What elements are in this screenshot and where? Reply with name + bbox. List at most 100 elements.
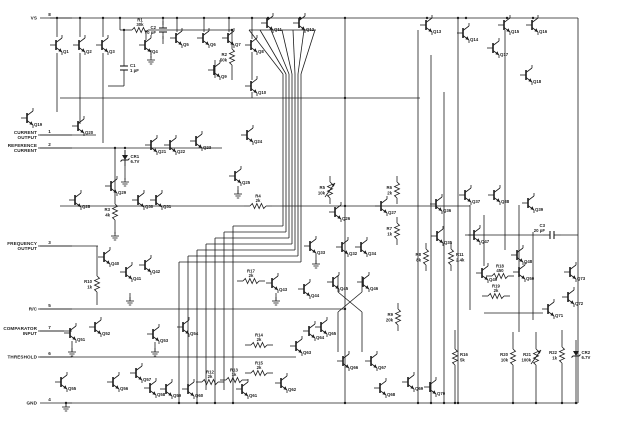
- collector-lead: [360, 239, 368, 245]
- zener-value: 6.7V: [582, 355, 591, 360]
- pin-label-threshold: THRESHOLD: [8, 355, 38, 360]
- transistor-q67: Q67: [365, 351, 387, 371]
- emitter-arrow: [138, 376, 142, 380]
- resistor-body: [393, 222, 401, 240]
- capacitor-c1: C11 pF: [120, 59, 139, 77]
- resistor-value: 2.4k: [456, 258, 465, 263]
- transistor-q10: Q10: [245, 76, 267, 96]
- resistor-value: 2k: [387, 191, 392, 196]
- collector-lead: [94, 319, 102, 325]
- transistor-label: Q61: [249, 393, 258, 398]
- resistor-label: R6: [387, 185, 393, 190]
- transistor-label: Q72: [575, 301, 584, 306]
- transistor-q8: Q8: [245, 35, 264, 55]
- transistor-q52: Q52: [89, 317, 111, 337]
- capacitor-label: C1: [130, 63, 136, 68]
- transistor-q20: Q20: [72, 116, 94, 136]
- transistor-label: Q48: [524, 259, 533, 264]
- pin-label-gnd: GND: [26, 401, 37, 406]
- resistor-label: R1: [137, 18, 143, 23]
- emitter-arrow: [140, 203, 144, 207]
- resistor-label: R11: [456, 252, 464, 257]
- resistor-value: 8k: [416, 258, 421, 263]
- emitter-arrow: [312, 249, 316, 253]
- junction-dot: [195, 401, 199, 405]
- emitter-arrow: [495, 51, 499, 55]
- transistor-label: Q39: [535, 207, 544, 212]
- resistor-label: R18: [496, 264, 504, 269]
- pin-number-threshold: 6: [48, 351, 51, 356]
- transistor-q6: Q6: [197, 28, 216, 48]
- emitter-arrow: [72, 336, 76, 340]
- collector-lead: [26, 110, 34, 116]
- emitter-arrow: [311, 334, 315, 338]
- bus-line: [300, 29, 316, 75]
- emitter-arrow: [152, 391, 156, 395]
- resistor-body: [249, 202, 267, 210]
- collector-lead: [144, 257, 152, 263]
- transistor-label: Q53: [160, 338, 169, 343]
- collector-lead: [112, 374, 120, 380]
- collector-lead: [527, 195, 535, 201]
- junction-dot: [442, 401, 446, 405]
- transistor-q19: Q19: [21, 108, 43, 128]
- resistor-body: [491, 272, 509, 280]
- junction-dot: [456, 16, 460, 20]
- capacitor-value: 1 pF: [130, 68, 139, 73]
- emitter-arrow: [274, 286, 278, 290]
- ground-symbol: [234, 190, 242, 199]
- bus-line: [270, 29, 290, 75]
- emitter-arrow: [190, 392, 194, 396]
- ground-symbol: [272, 297, 280, 306]
- transistor-label: Q30: [145, 204, 154, 209]
- collector-lead: [135, 365, 143, 371]
- collector-lead: [569, 264, 577, 270]
- transistor-label: Q51: [77, 337, 86, 342]
- junction-dot: [250, 16, 254, 20]
- resistor-value: 20k: [386, 318, 394, 323]
- transistor-q51: Q51: [64, 323, 86, 343]
- transistor-q24: Q24: [241, 125, 263, 145]
- emitter-arrow: [283, 386, 287, 390]
- collector-lead: [169, 137, 177, 143]
- transistor-label: Q49: [489, 277, 498, 282]
- emitter-arrow: [432, 390, 436, 394]
- junction-dot: [343, 96, 347, 100]
- junction-dot: [227, 16, 231, 20]
- resistor-label: R17: [247, 269, 255, 274]
- transistor-label: Q44: [311, 293, 320, 298]
- pin-label-current-output: CURRENT: [14, 130, 37, 135]
- transistor-label: Q5: [183, 42, 189, 47]
- emitter-arrow: [63, 385, 67, 389]
- pin-number-frequency-output: 3: [48, 240, 51, 245]
- transistor-label: Q13: [433, 29, 442, 34]
- emitter-arrow: [185, 330, 189, 334]
- resistor-value: 30k: [136, 22, 144, 27]
- transistor-label: Q69: [415, 386, 424, 391]
- pin-label-r-c: R/C: [29, 307, 38, 312]
- pin-number-gnd: 4: [48, 397, 51, 402]
- emitter-arrow: [534, 28, 538, 32]
- emitter-arrow: [97, 330, 101, 334]
- resistor-label: R9: [388, 312, 394, 317]
- transistor-q38: Q38: [488, 185, 510, 205]
- resistor-label: R10: [84, 279, 92, 284]
- collector-lead: [271, 275, 279, 281]
- junction-dot: [118, 16, 122, 20]
- resistor-label: R16: [460, 352, 468, 357]
- capacitor-value: 70 pF: [145, 30, 157, 35]
- collector-lead: [380, 198, 388, 204]
- emitter-arrow: [335, 285, 339, 289]
- transistor-label: Q33: [317, 250, 326, 255]
- collector-lead: [155, 192, 163, 198]
